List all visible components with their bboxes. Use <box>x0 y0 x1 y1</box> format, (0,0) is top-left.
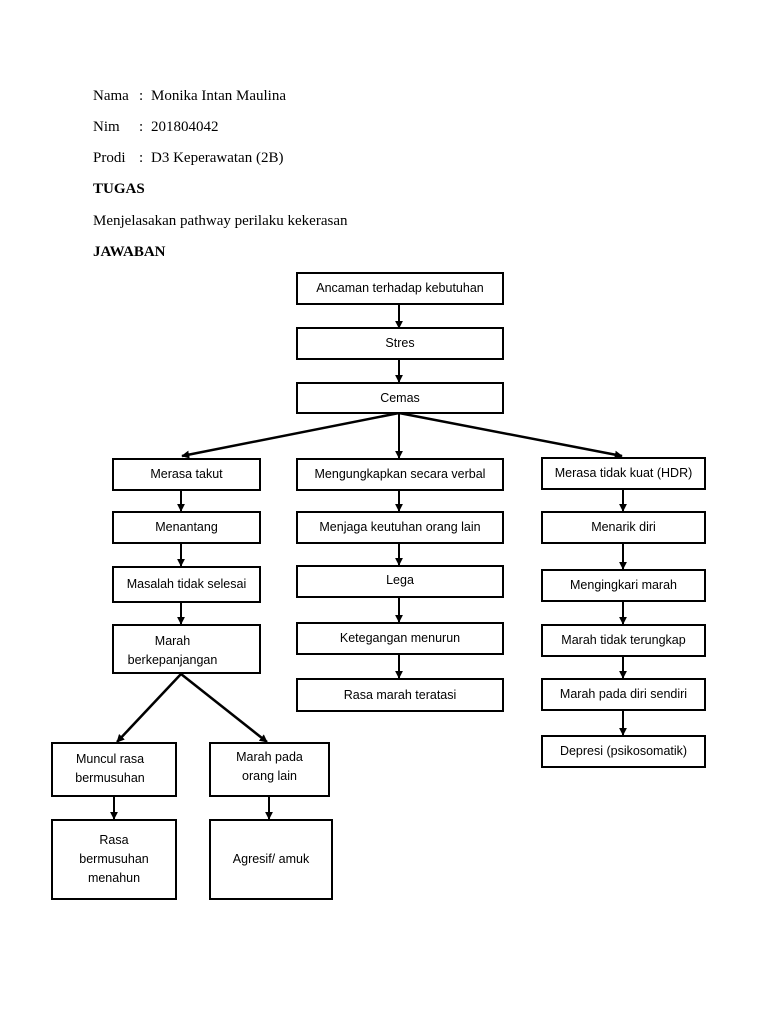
prodi-value: D3 Keperawatan (2B) <box>151 150 284 166</box>
prodi-line: Prodi: D3 Keperawatan (2B) <box>93 150 283 167</box>
box-marah-tidak-terungkap: Marah tidak terungkap <box>541 624 706 657</box>
box-merasa-tidak-kuat: Merasa tidak kuat (HDR) <box>541 457 706 490</box>
jawaban-heading: JAWABAN <box>93 244 166 260</box>
nim-value: 201804042 <box>151 119 219 135</box>
box-masalah-tidak-selesai: Masalah tidak selesai <box>112 566 261 603</box>
arrow-left-split-b <box>180 673 268 743</box>
prodi-colon: : <box>139 150 144 166</box>
nim-colon: : <box>139 119 144 135</box>
box-muncul-rasa-bermusuhan: Muncul rasa bermusuhan <box>51 742 177 797</box>
nim-label: Nim <box>93 119 120 135</box>
name-label: Nama <box>93 88 129 104</box>
prodi-label: Prodi <box>93 150 126 166</box>
box-depresi: Depresi (psikosomatik) <box>541 735 706 768</box>
box-stres: Stres <box>296 327 504 360</box>
name-line: Nama: Monika Intan Maulina <box>93 88 286 105</box>
tugas-heading: TUGAS <box>93 181 145 197</box>
box-rasa-bermusuhan-menahun: Rasa bermusuhan menahun <box>51 819 177 900</box>
name-colon: : <box>139 88 144 104</box>
box-lega: Lega <box>296 565 504 598</box>
box-menantang: Menantang <box>112 511 261 544</box>
box-rasa-marah-teratasi: Rasa marah teratasi <box>296 678 504 712</box>
box-marah-berkepanjangan: Marah berkepanjangan <box>112 624 261 674</box>
box-ketegangan-menurun: Ketegangan menurun <box>296 622 504 655</box>
nim-line: Nim:201804042 <box>93 119 219 136</box>
box-menjaga-keutuhan: Menjaga keutuhan orang lain <box>296 511 504 544</box>
box-marah-pada-orang-lain: Marah pada orang lain <box>209 742 330 797</box>
arrow-left-split-a <box>116 673 182 743</box>
box-menarik-diri: Menarik diri <box>541 511 706 544</box>
box-mengungkapkan-verbal: Mengungkapkan secara verbal <box>296 458 504 491</box>
name-value: Monika Intan Maulina <box>151 88 286 104</box>
tugas-text: Menjelasakan pathway perilaku kekerasan <box>93 213 348 229</box>
arrow-cemas-right <box>398 411 623 459</box>
box-agresif-amuk: Agresif/ amuk <box>209 819 333 900</box>
box-marah-pada-diri-sendiri: Marah pada diri sendiri <box>541 678 706 711</box>
box-mengingkari-marah: Mengingkari marah <box>541 569 706 602</box>
box-cemas: Cemas <box>296 382 504 414</box>
arrow-cemas-left <box>181 411 400 459</box>
box-merasa-takut: Merasa takut <box>112 458 261 491</box>
box-ancaman: Ancaman terhadap kebutuhan <box>296 272 504 305</box>
